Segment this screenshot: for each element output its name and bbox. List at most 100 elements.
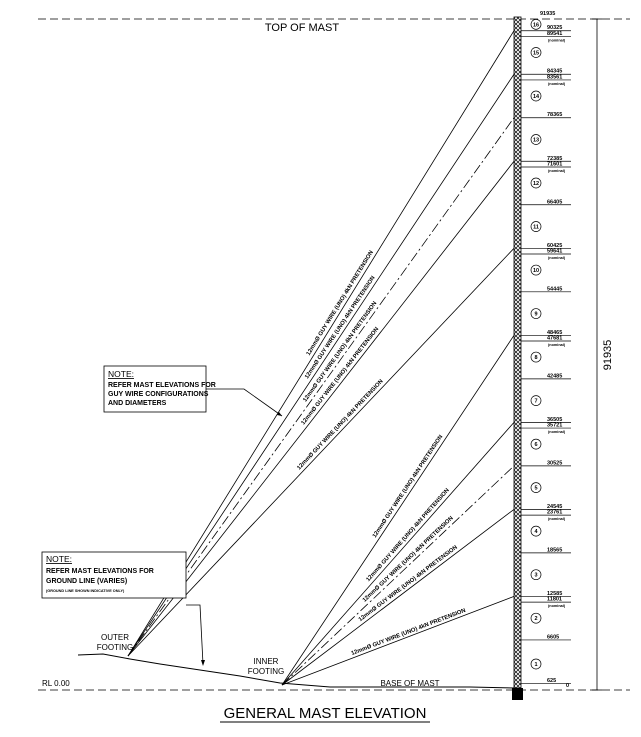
elevation-value: 72385 bbox=[547, 156, 562, 162]
note-ground-line: NOTE: REFER MAST ELEVATIONS FOR GROUND L… bbox=[41, 551, 205, 666]
guy-wire bbox=[281, 596, 515, 686]
section-circle bbox=[530, 18, 542, 30]
note2-line2: GROUND LINE (VARIES) bbox=[46, 578, 127, 585]
guy-wire bbox=[127, 117, 515, 657]
elevation-value: 71601 bbox=[547, 161, 562, 167]
section-number: 3 bbox=[534, 573, 537, 579]
section-number: 4 bbox=[534, 529, 538, 535]
guy-wire-label: 12mmØ GUY WIRE (UNO) 4kN PRETENSION bbox=[372, 434, 444, 539]
nominal-label: (nominal) bbox=[548, 430, 566, 434]
section-number: 13 bbox=[533, 138, 539, 144]
outer-footing-label-line1: OUTER bbox=[101, 633, 129, 642]
note1-line2: GUY WIRE CONFIGURATIONS bbox=[108, 391, 209, 398]
guy-wire bbox=[281, 465, 515, 686]
section-number: 15 bbox=[533, 50, 539, 56]
guy-wire bbox=[127, 161, 515, 657]
outer-footing-label-line2: FOOTING bbox=[97, 643, 133, 652]
mast bbox=[512, 16, 523, 700]
section-circle bbox=[530, 134, 542, 145]
elevation-value: 66405 bbox=[547, 199, 562, 205]
guy-wire bbox=[127, 74, 515, 657]
elevation-value: 89541 bbox=[547, 31, 562, 37]
section-number: 5 bbox=[534, 486, 537, 492]
section-circle bbox=[530, 221, 542, 232]
section-circle bbox=[530, 308, 542, 319]
elevation-value: 60425 bbox=[547, 243, 562, 249]
elevation-value: 0 bbox=[566, 683, 569, 689]
section-circle bbox=[530, 90, 542, 102]
elevation-value: 42485 bbox=[547, 373, 562, 379]
elevation-value: 59641 bbox=[547, 248, 562, 254]
elevation-value: 84345 bbox=[547, 69, 562, 75]
section-circle bbox=[530, 569, 542, 581]
section-circle bbox=[530, 525, 542, 537]
mast-lattice bbox=[513, 16, 522, 689]
guy-wire bbox=[281, 509, 515, 686]
nominal-label: (nominal) bbox=[548, 256, 566, 260]
note1-line1: REFER MAST ELEVATIONS FOR bbox=[108, 382, 216, 389]
elevation-value: 36505 bbox=[547, 417, 562, 423]
elevation-value: 78365 bbox=[547, 112, 562, 118]
elevation-value: 54445 bbox=[547, 286, 562, 292]
elevation-value: 18565 bbox=[547, 547, 562, 553]
note2-leader bbox=[186, 604, 204, 665]
elevation-labels: 9032589541(nominal)8434583561(nominal)78… bbox=[521, 25, 571, 689]
nominal-label: (nominal) bbox=[548, 517, 566, 521]
section-circle bbox=[530, 395, 542, 406]
base-of-mast-label: BASE OF MAST bbox=[380, 679, 439, 688]
section-circle bbox=[530, 612, 542, 624]
section-number: 8 bbox=[534, 355, 537, 361]
elevation-value: 11801 bbox=[547, 597, 562, 603]
elevation-value: 90325 bbox=[547, 25, 562, 31]
guy-wire bbox=[281, 422, 515, 686]
section-number: 7 bbox=[534, 399, 537, 405]
elevation-value: 30525 bbox=[547, 460, 562, 466]
elevation-value: 24545 bbox=[547, 504, 562, 510]
elevation-value: 625 bbox=[547, 678, 556, 684]
section-circle bbox=[530, 438, 542, 450]
section-number: 6 bbox=[534, 442, 537, 448]
guy-wire bbox=[281, 335, 515, 686]
section-number: 9 bbox=[534, 312, 537, 318]
elevation-value: 83561 bbox=[547, 74, 562, 80]
note2-heading: NOTE: bbox=[46, 554, 72, 564]
total-height-label: 91935 bbox=[602, 340, 614, 371]
nominal-label: (nominal) bbox=[548, 343, 566, 347]
elevation-value: 48465 bbox=[547, 330, 562, 336]
top-elevation-label: 91935 bbox=[540, 11, 555, 17]
top-of-mast-label: TOP OF MAST bbox=[265, 22, 339, 34]
nominal-label: (nominal) bbox=[548, 604, 566, 608]
section-circle bbox=[530, 264, 542, 276]
section-circle bbox=[530, 47, 542, 58]
drawing-title: GENERAL MAST ELEVATION bbox=[224, 705, 427, 722]
total-height-dimension: 91935 bbox=[592, 18, 614, 691]
elevation-value: 35721 bbox=[547, 423, 562, 429]
inner-footing-label-line1: INNER bbox=[254, 657, 279, 666]
section-number: 2 bbox=[534, 616, 537, 622]
note2-small: (GROUND LINE SHOWN INDICATIVE ONLY) bbox=[46, 589, 125, 593]
nominal-label: (nominal) bbox=[548, 38, 566, 42]
section-circle bbox=[530, 658, 542, 670]
section-number: 14 bbox=[533, 94, 540, 100]
elevation-value: 47681 bbox=[547, 336, 562, 342]
section-number: 10 bbox=[533, 268, 539, 274]
section-number: 12 bbox=[533, 181, 539, 187]
section-number: 1 bbox=[534, 662, 537, 668]
guy-wire bbox=[127, 30, 515, 657]
note1-heading: NOTE: bbox=[108, 369, 134, 379]
nominal-label: (nominal) bbox=[548, 169, 566, 173]
section-circle bbox=[530, 177, 542, 189]
elevation-value: 12585 bbox=[547, 591, 562, 597]
section-circle bbox=[530, 482, 542, 493]
rl-label: RL 0.00 bbox=[42, 679, 70, 688]
note1-line3: AND DIAMETERS bbox=[108, 400, 167, 407]
section-number: 16 bbox=[533, 22, 539, 28]
note2-line1: REFER MAST ELEVATIONS FOR bbox=[46, 568, 154, 575]
section-circle bbox=[530, 351, 542, 363]
elevation-value: 6605 bbox=[547, 634, 559, 640]
note-guy-config: NOTE: REFER MAST ELEVATIONS FOR GUY WIRE… bbox=[103, 365, 283, 417]
guy-wire-label: 12mmØ GUY WIRE (UNO) 4kN PRETENSION bbox=[304, 275, 376, 380]
ground-line bbox=[77, 653, 516, 689]
